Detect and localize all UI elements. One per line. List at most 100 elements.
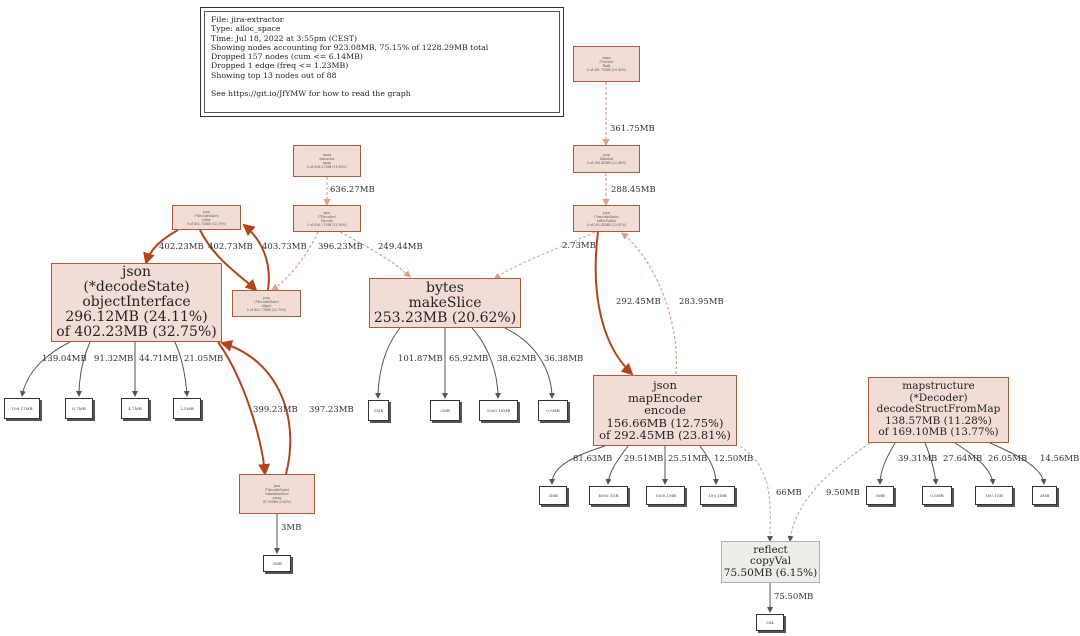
edge-map-leaf-2 <box>605 445 629 485</box>
leaf-label: 1000.1MB <box>654 493 677 498</box>
leaf-box[interactable]: 2MB <box>430 400 460 421</box>
node-line: decodeStructFromMap <box>876 403 1001 416</box>
node-line: reflect <box>753 543 788 556</box>
node-json-decodestate-array[interactable]: json (*decodeState) valueInterface array… <box>239 474 315 514</box>
leaf-box[interactable]: 4000.1GB <box>589 486 628 505</box>
leaf-box[interactable]: 384 <box>756 614 784 631</box>
edge-label: 9.50MB <box>826 488 860 498</box>
edge-reflect-map <box>594 231 634 376</box>
node-line: array <box>272 496 282 500</box>
node-line: 0 of 402.73MB (32.79%) <box>186 221 227 226</box>
leaf-label: 3MB <box>548 493 558 498</box>
node-line: valueInterface <box>265 492 289 496</box>
node-line: 0 of 361.75MB (29.45%) <box>586 68 627 72</box>
edge-label: 292.45MB <box>616 297 661 307</box>
edge-ms-leaf-3 <box>954 442 996 485</box>
node-json-decodestate-object[interactable]: json (*decodeState) object 0 of 402.73MB… <box>232 290 301 317</box>
leaf-label: 0.5MB <box>930 493 944 498</box>
node-line: extractor <box>319 157 335 161</box>
leaf-box[interactable]: 160.1GB <box>975 486 1013 505</box>
edge-obj-leaf-4 <box>174 341 190 397</box>
leaf-box[interactable]: 1000.10MB <box>479 400 518 421</box>
node-line: mapstructure <box>902 380 975 393</box>
edge-label: 29.51MB <box>624 454 664 464</box>
node-line: 253.23MB (20.62%) <box>373 309 517 326</box>
leaf-box[interactable]: 0.5MB <box>922 486 952 505</box>
node-line: bytes <box>426 279 464 296</box>
edge-ms-leaf-4 <box>989 442 1047 485</box>
edge-obj-leaf-1 <box>19 341 71 397</box>
node-line: (*encodeState) <box>594 214 619 219</box>
node-json-marshal[interactable]: json Marshal 0 of 288.45MB (23.48%) <box>573 145 640 173</box>
edge-label: 636.27MB <box>330 185 375 195</box>
node-line: encode <box>644 403 686 418</box>
node-mapstructure-decodestructfrommap[interactable]: mapstructure (*Decoder) decodeStructFrom… <box>868 377 1009 443</box>
leaf-box[interactable]: 3MB <box>263 555 291 572</box>
edge-obj-array <box>217 341 271 476</box>
leaf-box[interactable]: 3MB <box>539 486 567 505</box>
node-line: json <box>603 153 610 157</box>
node-json-objectinterface[interactable]: json (*decodeState) objectInterface 296.… <box>51 263 222 342</box>
node-line: 47.00MB (3.83%) <box>262 500 292 504</box>
edge-label: 361.75MB <box>610 124 655 134</box>
node-line: Decode <box>320 218 334 223</box>
leaf-box[interactable]: 2.5MB <box>173 398 201 419</box>
leaf-box[interactable]: 100.1MB <box>700 486 735 505</box>
edge-map-leaf-4 <box>699 445 719 485</box>
node-reflect-copyval[interactable]: reflect copyVal 75.50MB (6.15%) <box>721 541 820 583</box>
node-line: 156.66MB (12.75%) <box>606 415 724 430</box>
node-json-reflectvalue[interactable]: json (*encodeState) reflectValue 0 of 29… <box>573 205 640 232</box>
node-line: json <box>653 378 677 393</box>
edge-bytes-leaf-1 <box>375 327 401 399</box>
edge-value-obj <box>143 229 179 265</box>
leaf-box[interactable]: 0.5MB <box>538 400 568 421</box>
node-json-decoder-decode[interactable]: json (*Decoder) Decode 0 of 636.27MB (51… <box>293 205 361 232</box>
edge-label: 101.87MB <box>398 354 443 364</box>
node-line: makeSlice <box>408 294 482 311</box>
leaf-box[interactable]: 3MB <box>866 486 894 505</box>
node-main-extractor[interactable]: main extractor main 0 of 636.27MB (51.80… <box>293 145 361 177</box>
node-bytes-makeslice[interactable]: bytes makeSlice 253.23MB (20.62%) <box>369 278 521 328</box>
node-line: json <box>323 210 331 215</box>
legend-line: Showing nodes accounting for 923.08MB, 7… <box>211 42 489 52</box>
node-line: main <box>323 153 331 157</box>
leaf-box[interactable]: 1000.1MB <box>646 486 685 505</box>
leaf-label: 160.1GB <box>985 493 1003 498</box>
edge-label: 3MB <box>281 523 302 533</box>
edge-label: 396.23MB <box>318 242 363 252</box>
node-line: main <box>323 161 331 165</box>
edge-label: 27.64MB <box>943 454 983 464</box>
leaf-box[interactable]: 108.11MB <box>4 398 40 419</box>
edge-bytes-leaf-4 <box>504 327 555 399</box>
edge-map-leaf-1 <box>549 445 606 485</box>
node-line: 0 of 288.45MB (23.48%) <box>586 161 627 165</box>
leaf-label: 3MB <box>1039 493 1050 498</box>
node-json-decodestate-value[interactable]: json (*decodeState) value 0 of 402.73MB … <box>172 205 241 230</box>
node-line: json <box>603 210 610 215</box>
edge-value-object <box>242 223 270 291</box>
legend-line: File: jira-extractor <box>211 15 284 24</box>
node-json-mapencoder-encode[interactable]: json mapEncoder encode 156.66MB (12.75%)… <box>593 375 737 446</box>
node-line: (*decodeState) <box>264 488 290 492</box>
node-line: mapEncoder <box>628 390 702 405</box>
node-line: json <box>263 295 270 300</box>
node-line: json <box>203 209 210 214</box>
leaf-label: 0.5MB <box>546 408 560 413</box>
leaf-box[interactable]: 4.7MB <box>121 398 149 419</box>
edge-label: 283.95MB <box>679 297 724 307</box>
edge-label: 403.73MB <box>262 242 307 252</box>
node-main-writer-flush[interactable]: main (*writer) flush 0 of 361.75MB (29.4… <box>573 46 640 82</box>
node-line: Marshal <box>599 157 614 161</box>
edge-reflect-bytes <box>494 231 596 279</box>
leaf-box[interactable]: 1MB <box>368 400 389 421</box>
edge-label: 139.04MB <box>42 354 87 364</box>
leaf-box[interactable]: 3MB <box>1032 486 1057 505</box>
edge-label: 39.31MB <box>898 454 938 464</box>
edge-label: 399.23MB <box>253 405 298 415</box>
edge-label: 38.62MB <box>497 354 537 364</box>
legend-line: Time: Jul 18, 2022 at 3:55pm (CEST) <box>211 33 358 43</box>
leaf-label: 108.11MB <box>11 406 33 411</box>
node-line: of 402.23MB (32.75%) <box>56 324 217 340</box>
leaf-box[interactable]: 8.7MB <box>65 398 93 419</box>
node-line: 0 of 292.45MB (23.81%) <box>586 222 627 227</box>
